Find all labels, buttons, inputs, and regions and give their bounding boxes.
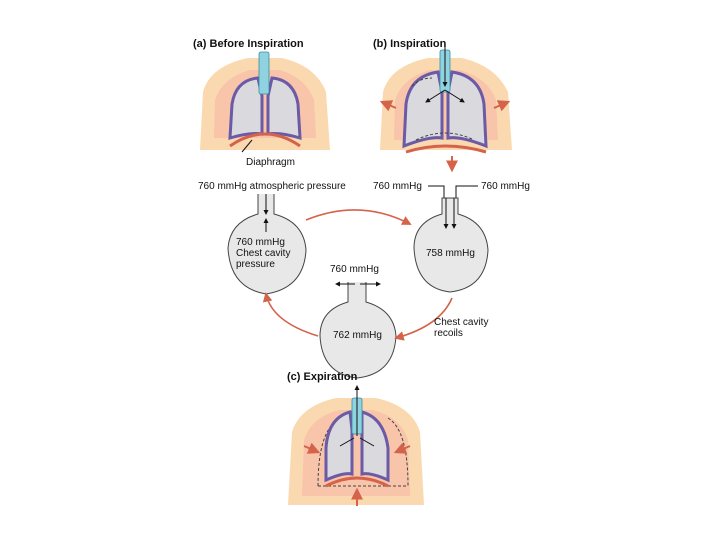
b-right-pressure: 760 mmHg — [481, 181, 530, 192]
cycle-arrow-c-to-a — [262, 292, 319, 337]
diaphragm-b — [405, 144, 487, 154]
diaphragm-a — [229, 132, 301, 148]
panel-c-title: (c) Expiration — [287, 371, 358, 383]
flask-c-label: 762 mmHg — [333, 330, 382, 341]
expand-left-arrow — [379, 100, 397, 112]
flask-a-line2: Chest cavity — [236, 248, 290, 259]
right-lung-c — [360, 410, 390, 483]
recoil-label-line1: Chest cavity — [434, 317, 488, 328]
recoil-label-line2: recoils — [434, 328, 463, 339]
panel-a-title: (a) Before Inspiration — [193, 38, 304, 50]
right-lung-b — [446, 70, 488, 149]
left-lung-b — [402, 70, 444, 149]
b-left-pressure: 760 mmHg — [373, 181, 422, 192]
panel-b-title: (b) Inspiration — [373, 38, 447, 50]
expand-right-arrow — [493, 100, 511, 112]
flask-c-top-pressure: 760 mmHg — [330, 264, 379, 275]
cycle-arrow-a-to-b — [305, 209, 412, 225]
panel-a-thorax — [200, 51, 330, 150]
flask-a-line3: pressure — [236, 259, 275, 270]
contract-right-arrow — [393, 442, 411, 454]
old-diaphragm-dashed — [415, 132, 475, 141]
cycle-arrow-b-to-c — [394, 297, 453, 341]
left-lung-c — [324, 410, 354, 483]
flask-b-label: 758 mmHg — [426, 248, 475, 259]
flask-a-line1: 760 mmHg — [236, 237, 285, 248]
panel-b-thorax — [380, 49, 512, 154]
contract-left-arrow — [303, 442, 321, 454]
panel-c-thorax — [288, 397, 424, 505]
diaphragm-leader-line — [241, 139, 253, 153]
flask-c — [319, 282, 397, 379]
flask-b — [413, 197, 489, 293]
diaphragm-label: Diaphragm — [246, 157, 295, 168]
trachea-a — [258, 51, 270, 95]
atmospheric-pressure-label: 760 mmHg atmospheric pressure — [198, 181, 346, 192]
diaphragm-c — [325, 476, 389, 488]
